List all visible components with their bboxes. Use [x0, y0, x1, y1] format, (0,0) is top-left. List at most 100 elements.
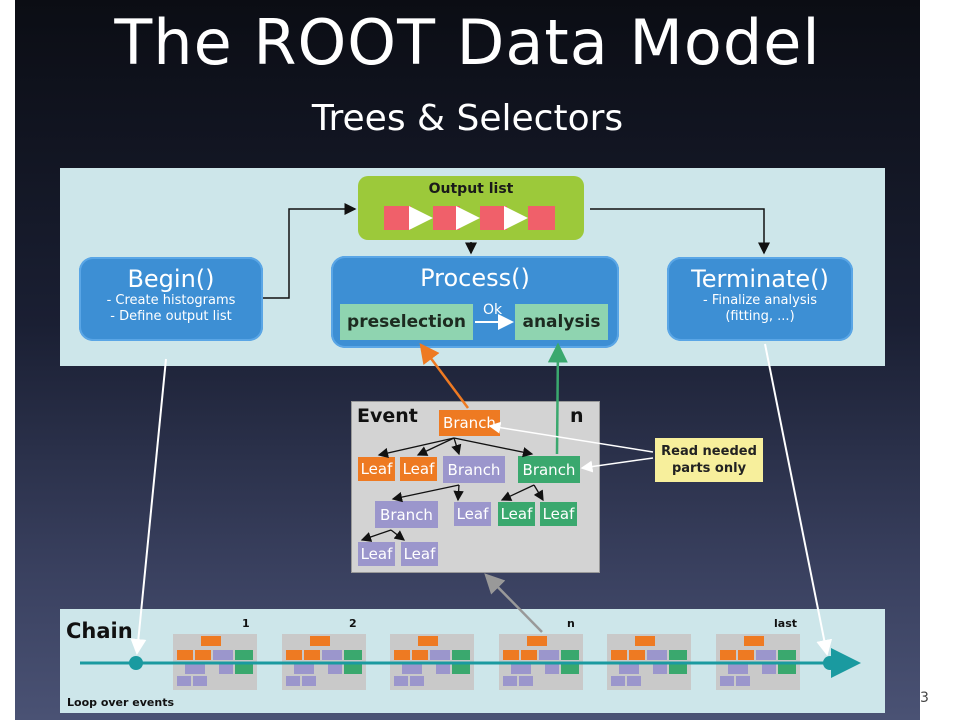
- tree-edge: [416, 437, 455, 456]
- thumbnail-node: [235, 650, 253, 660]
- thumbnail-node: [611, 676, 625, 686]
- chain-to-event: [484, 573, 543, 633]
- terminate-line: (fitting, ...): [725, 309, 795, 324]
- thumbnail-node: [219, 664, 233, 674]
- thumbnail-node: [410, 676, 424, 686]
- tree-edge: [451, 437, 462, 456]
- thumbnail-node: [561, 664, 579, 674]
- thumbnail-node: [503, 650, 519, 660]
- output-item: [480, 206, 507, 230]
- thumbnail-node: [430, 650, 450, 660]
- thumbnail-node: [201, 636, 221, 646]
- thumbnail-node: [720, 650, 736, 660]
- output-list-label: Output list: [428, 181, 514, 197]
- thumbnail-node: [344, 664, 362, 674]
- thumbnail-node: [436, 664, 450, 674]
- thumbnail-node: [519, 676, 533, 686]
- thumbnail-node: [452, 664, 470, 674]
- loop-label: Loop over events: [67, 696, 174, 709]
- thumbnail-node: [322, 650, 342, 660]
- output-item: [433, 206, 460, 230]
- thumbnail-node: [561, 650, 579, 660]
- thumbnail-node: [736, 676, 750, 686]
- terminate-title: Terminate(): [691, 265, 829, 293]
- thumbnail-node: [503, 676, 517, 686]
- leaf-node: Leaf: [540, 502, 577, 526]
- branch-node: Branch: [518, 456, 580, 483]
- slide-subtitle: Trees & Selectors: [311, 98, 624, 139]
- chain-end-dot: [823, 656, 837, 670]
- thumbnail-node: [452, 650, 470, 660]
- thumbnail-node: [310, 636, 330, 646]
- thumbnail-node: [720, 676, 734, 686]
- tree-edge: [377, 437, 455, 459]
- leaf-node: Leaf: [358, 542, 395, 566]
- thumbnail-node: [185, 664, 205, 674]
- thumbnail-node: [627, 676, 641, 686]
- leaf-node: Leaf: [400, 457, 437, 481]
- read-needed-note: Read needed parts only: [655, 438, 763, 482]
- chain-label: 1: [242, 617, 250, 630]
- thumbnail-node: [778, 664, 796, 674]
- page-number: 3: [920, 690, 929, 706]
- thumbnail-node: [402, 664, 422, 674]
- thumbnail-node: [328, 664, 342, 674]
- output-item: [528, 206, 555, 230]
- tree-edge: [453, 484, 464, 502]
- thumbnail-node: [394, 650, 410, 660]
- branch-to-preselection: [419, 342, 470, 409]
- preselection-step: preselection: [340, 304, 473, 340]
- begin-title: Begin(): [127, 265, 215, 293]
- begin-to-output: [263, 203, 357, 299]
- chain-label: last: [774, 617, 797, 630]
- thumbnail-node: [762, 664, 776, 674]
- tree-edge: [360, 529, 392, 542]
- thumbnail-node: [286, 650, 302, 660]
- thumbnail-node: [304, 650, 320, 660]
- begin-line: - Define output list: [110, 309, 232, 324]
- tree-edge: [500, 484, 535, 501]
- note-arrow: [580, 457, 654, 473]
- note-line: parts only: [671, 461, 747, 476]
- output-to-terminate: [590, 208, 770, 255]
- branch-to-analysis: [547, 342, 568, 455]
- thumbnail-node: [778, 650, 796, 660]
- thumbnail-node: [545, 664, 559, 674]
- chain-start-dot: [129, 656, 143, 670]
- chain-label: n: [567, 617, 575, 630]
- thumbnail-node: [177, 676, 191, 686]
- process-title: Process(): [420, 264, 530, 292]
- leaf-node: Leaf: [454, 502, 491, 526]
- thumbnail-node: [213, 650, 233, 660]
- ok-label: Ok: [483, 302, 503, 318]
- note-arrow: [488, 421, 654, 453]
- thumbnail-node: [394, 676, 408, 686]
- thumbnail-node: [521, 650, 537, 660]
- thumbnail-node: [738, 650, 754, 660]
- thumbnail-node: [195, 650, 211, 660]
- leaf-node: Leaf: [401, 542, 438, 566]
- thumbnail-node: [744, 636, 764, 646]
- thumbnail-node: [669, 664, 687, 674]
- thumbnail-node: [669, 650, 687, 660]
- branch-node: Branch: [375, 501, 438, 528]
- output-item: [384, 206, 411, 230]
- chain-title: Chain: [66, 619, 133, 643]
- terminate-box: Terminate() - Finalize analysis (fitting…: [667, 257, 853, 341]
- thumbnail-node: [539, 650, 559, 660]
- branch-node: Branch: [443, 456, 505, 483]
- begin-box: Begin() - Create histograms - Define out…: [79, 257, 263, 341]
- chain-to-terminate: [764, 343, 833, 656]
- tree-edge: [533, 484, 544, 502]
- thumbnail-node: [412, 650, 428, 660]
- event-n-label: n: [570, 405, 584, 427]
- terminate-line: - Finalize analysis: [703, 293, 817, 308]
- chain-label: 2: [349, 617, 357, 630]
- tree-edge: [390, 529, 406, 541]
- thumbnail-node: [511, 664, 531, 674]
- thumbnail-node: [728, 664, 748, 674]
- note-line: Read needed: [661, 444, 757, 459]
- thumbnail-node: [418, 636, 438, 646]
- thumbnail-node: [611, 650, 627, 660]
